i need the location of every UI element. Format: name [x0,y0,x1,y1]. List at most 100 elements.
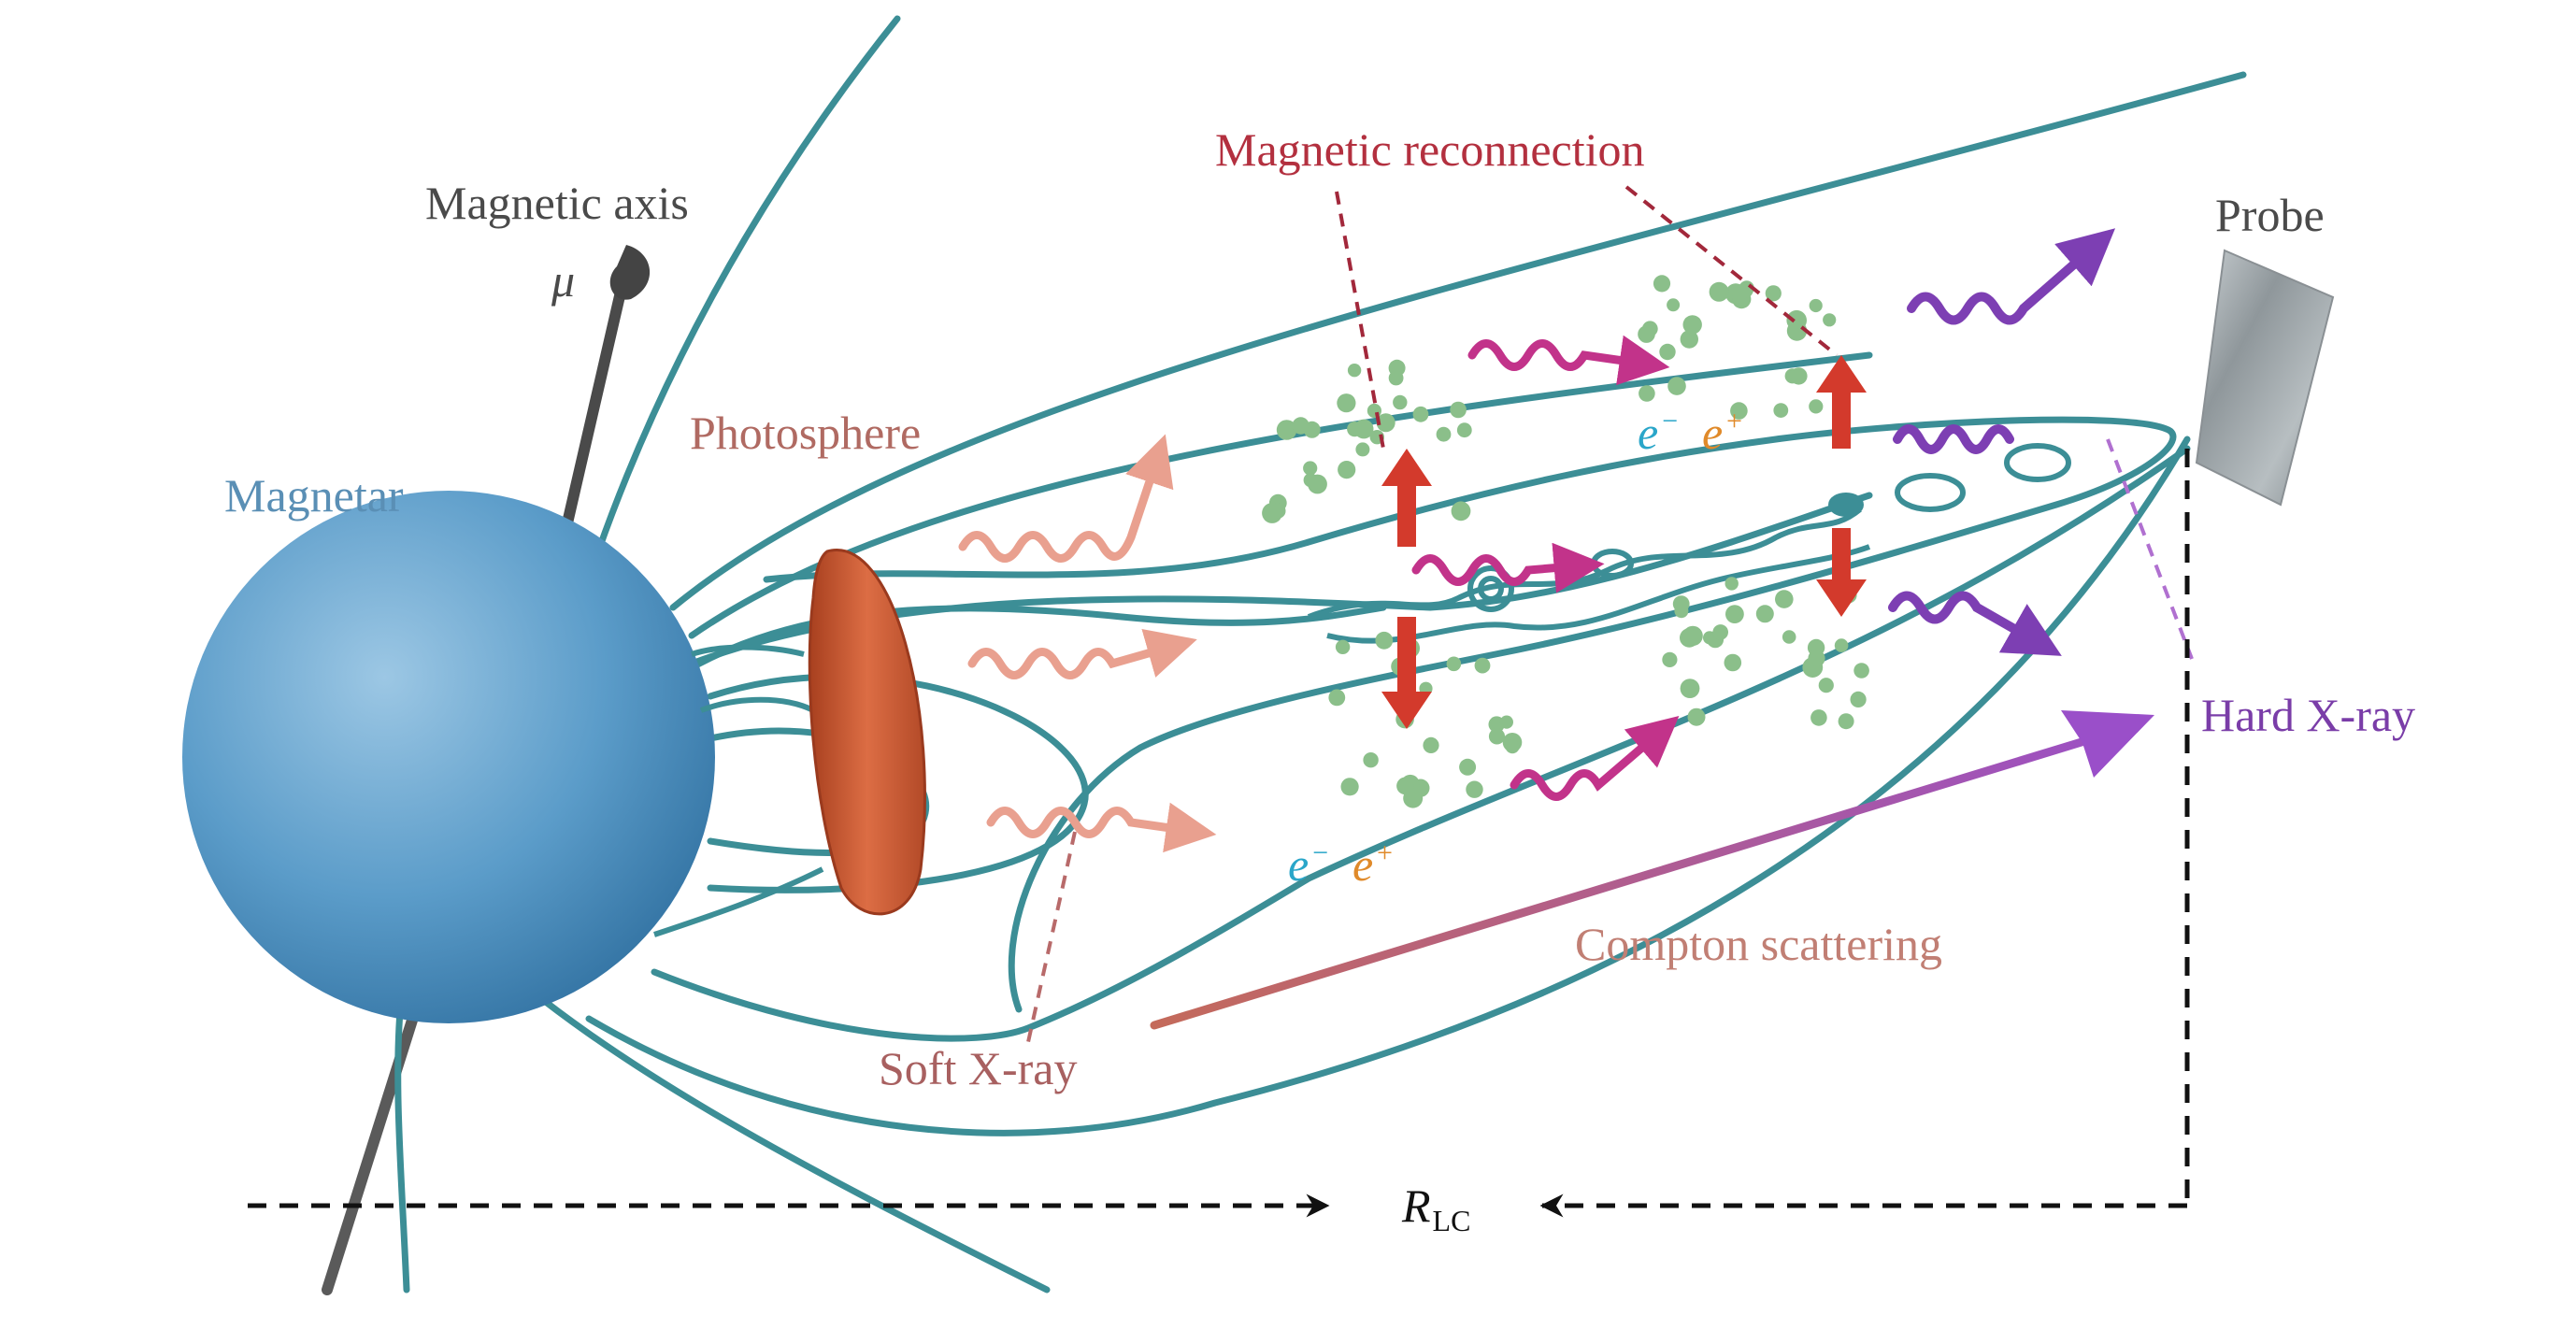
pair-label-lower: e− e+ [1288,838,1394,891]
particle-dot [1730,402,1748,420]
current-sheet [1307,443,2071,644]
particle-dot [1810,709,1827,726]
particle-dot [1823,313,1837,327]
particle-dot [1466,780,1483,798]
particle-dot [1396,777,1414,795]
particle-dot [1786,321,1808,341]
particle-dot [1755,605,1774,623]
particle-dot [1724,653,1742,672]
particle-dot [1639,385,1655,402]
particle-dot [1659,343,1676,361]
leader-lines [1026,185,2194,1043]
particle-dot [1459,758,1477,776]
particle-dot [1853,663,1869,679]
particle-dot [1412,406,1429,422]
particle-dot [1450,401,1467,419]
particle-dot [1682,625,1703,647]
particle-dot [1834,638,1849,652]
particle-dot [1809,298,1823,313]
particle-dot [1388,370,1404,386]
particle-dot [1451,501,1471,522]
minus-superscript: − [1660,406,1680,436]
compton-scattering-label: Compton scattering [1575,918,1942,970]
particle-dot [1667,298,1681,312]
particle-dot [1393,394,1408,410]
particle-dot [1375,631,1394,650]
compton-scattering-arrow [1150,710,2154,1030]
electron-symbol: e [1638,407,1659,459]
particle-dot [1765,285,1782,302]
particle-dot [1703,631,1717,645]
particle-dot [1775,590,1794,608]
particle-dot [1292,417,1309,435]
particle-dot [1809,399,1824,414]
soft-xray-label: Soft X-ray [879,1042,1078,1094]
photosphere-label: Photosphere [690,407,922,459]
lc-subscript: LC [1432,1204,1471,1237]
r-symbol: R [1402,1179,1431,1232]
scattered-photons [1411,335,1680,801]
magnetic-axis-label: Magnetic axis [425,177,689,229]
particle-dot [1276,420,1297,440]
particle-dot [1782,630,1796,644]
particle-dot [1724,577,1739,591]
plus-superscript: + [1724,406,1744,436]
particle-dot [1680,330,1699,349]
particle-dot [1367,403,1381,419]
hard-xray-label: Hard X-ray [2201,689,2416,741]
particle-dot [1773,403,1789,418]
magnetar-label: Magnetar [224,469,404,522]
particle-dot [1725,605,1744,623]
particle-dot [1499,715,1513,729]
particle-dot [1340,778,1359,796]
particle-dot [1838,713,1854,730]
light-cylinder-radius-label: RLC [1402,1179,1470,1236]
positron-symbol: e [1701,407,1724,459]
pair-particles [1262,275,1869,808]
particle-dot [1488,728,1506,745]
particle-dot [1638,325,1655,343]
particle-dot [1682,315,1702,335]
particle-dot [1337,393,1356,413]
particle-dot [1347,364,1362,378]
closed-field-loops [585,416,2191,1136]
particle-dot [1662,651,1678,668]
particle-dot [1376,413,1395,433]
reconnection-arrows [1381,355,1867,729]
sphere-field-roots [653,644,824,937]
particle-dot [1308,474,1327,494]
particle-dot [1709,281,1729,302]
particle-dot [1436,426,1452,442]
particle-dot [1446,656,1462,672]
magnetar-sphere [182,491,715,1023]
particle-dot [1335,639,1351,654]
particle-dot [1363,752,1379,768]
particle-dot [1653,275,1671,293]
particle-dot [1347,422,1363,437]
particle-dot [1680,679,1700,698]
particle-dot [1338,461,1356,479]
particle-dot [1850,691,1867,708]
photosphere-disk [808,549,926,916]
mu-label: μ [551,254,576,307]
particle-dot [1270,503,1286,519]
particle-dot [1474,657,1491,674]
soft-xray-photons [958,434,1217,853]
particle-dot [1303,461,1318,476]
particle-dot [1456,422,1472,438]
particle-dot [1784,368,1800,384]
pair-label-upper: e− e+ [1638,406,1744,459]
probe-panel [2195,249,2335,507]
particle-dot [1712,624,1728,640]
magnetic-reconnection-label: Magnetic reconnection [1215,123,1645,176]
probe-label: Probe [2215,189,2325,241]
light-cylinder-markers [248,449,2190,1218]
particle-dot [1674,604,1689,619]
particle-dot [1818,678,1834,693]
electron-symbol: e [1288,838,1309,891]
particle-dot [1355,442,1370,457]
positron-symbol: e [1352,838,1374,891]
minus-superscript: − [1310,837,1330,868]
